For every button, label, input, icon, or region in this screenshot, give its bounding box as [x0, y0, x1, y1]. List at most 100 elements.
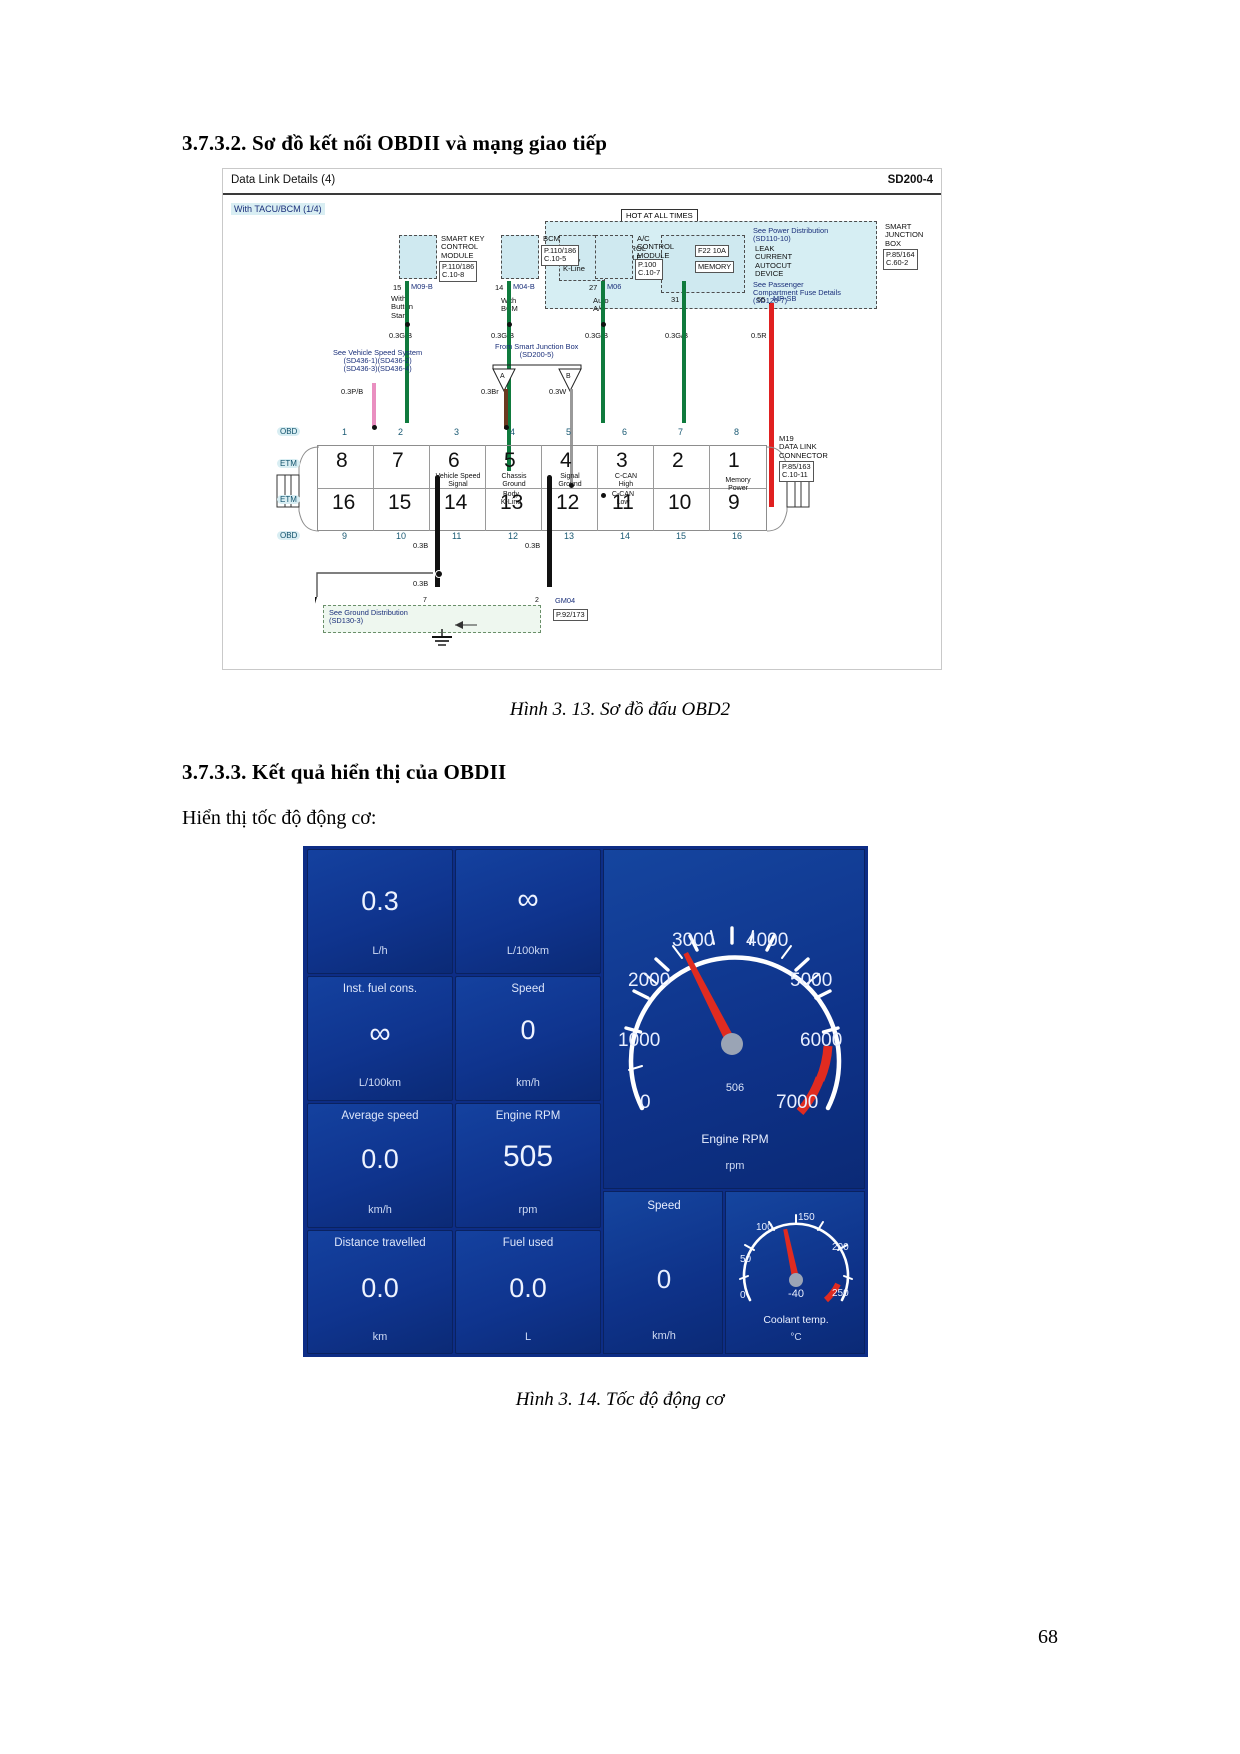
bcm-module-code: P.110/186 C.10-5: [541, 245, 580, 266]
data-link-connector-label: M19 DATA LINK CONNECTOR: [779, 434, 828, 460]
from-smart-junction-box-ref: From Smart Junction Box (SD200-5): [495, 342, 579, 360]
obd-pin-bottom-6: 14: [620, 531, 631, 541]
tile-value: 505: [502, 1140, 554, 1173]
rpm-tick-3000: 3000: [672, 930, 715, 951]
etm-pin-bottom-4: 13: [500, 491, 524, 514]
tile-average-speed[interactable]: Inst. fuel cons. ∞ L/100km: [307, 976, 453, 1101]
ac-module-label: A/C CONTROL MODULE: [637, 234, 675, 260]
sjb-connector: MP-SB: [773, 294, 797, 303]
tile-distance-travelled[interactable]: Average speed 0.0 km/h: [307, 1103, 453, 1228]
tile-name: Average speed: [341, 1110, 419, 1122]
obd-app-screenshot: 0.3 L/h ∞ L/100km Inst. fuel cons. ∞ L/1…: [303, 846, 868, 1357]
ground-distribution-ref: See Ground Distribution (SD130-3): [329, 608, 408, 626]
smart-key-module-label: SMART KEY CONTROL MODULE: [441, 234, 485, 260]
wire-memory-power: [769, 303, 774, 507]
junction-b-wire: 0.3W: [549, 387, 567, 396]
ac-module-pin: 27: [589, 283, 598, 292]
wire-junction-dot: [506, 322, 512, 327]
connector-bottom-row: [317, 489, 767, 531]
ips-module-wire: 0.3G/B: [665, 331, 689, 340]
tile-unit: km/h: [516, 1077, 540, 1089]
wire-junction-dot: [601, 493, 606, 498]
coolant-tick-50: 50: [740, 1254, 752, 1265]
sjb-pin: 55: [757, 295, 766, 304]
cell-sep: [485, 445, 486, 531]
wire-junction-dot: [434, 475, 440, 480]
coolant-tick-100: 100: [756, 1222, 773, 1233]
bcm-module-pin: 14: [495, 283, 504, 292]
junction-b-label: B: [566, 373, 571, 380]
etm-pin-top-1: 8: [336, 449, 348, 472]
etm-pin-top-5: 4: [560, 449, 572, 472]
etm-pin-bottom-7: 10: [668, 491, 692, 514]
row-tag-etm-top: ETM: [277, 459, 300, 468]
ac-module-note: Auto A/C: [593, 296, 609, 314]
tile-engine-rpm-small[interactable]: Speed 0 km/h: [455, 976, 601, 1101]
pin-function-body-k-line: Body K-Line: [500, 491, 522, 506]
bcm-module-box: [501, 235, 539, 279]
smart-key-module-wire: 0.3G/B: [389, 331, 413, 340]
tile-distance-value[interactable]: Distance travelled 0.0 km: [307, 1230, 453, 1354]
tile-speed-fuel[interactable]: ∞ L/100km: [455, 849, 601, 974]
wire-anchor: [769, 303, 770, 304]
data-link-connector-code: P.85/163 C.10-11: [779, 461, 814, 482]
smart-junction-box-code: P.85/164 C.60-2: [883, 249, 918, 270]
ground-pin-left: 7: [423, 597, 427, 604]
rpm-tick-7000: 7000: [776, 1092, 819, 1113]
junction-a-label: A: [500, 373, 505, 380]
etm-pin-top-2: 7: [392, 449, 404, 472]
pin-function-ccan-high: C-CAN High: [614, 473, 638, 488]
tile-value: ∞: [369, 1017, 391, 1050]
bcm-module-connector: M04-B: [513, 282, 535, 291]
etm-pin-top-4: 5: [504, 449, 516, 472]
cell-sep: [429, 445, 430, 531]
tile-value: 0.0: [361, 1144, 399, 1174]
bcm-module-label: BCM: [543, 234, 560, 243]
diagram-title: Data Link Details (4): [231, 174, 336, 186]
obd-pin-bottom-4: 12: [508, 531, 519, 541]
obd-pin-bottom-7: 15: [676, 531, 687, 541]
ground-connector: GM04: [555, 596, 576, 605]
tile-name: Distance travelled: [334, 1237, 426, 1249]
rpm-tick-4000: 4000: [746, 930, 789, 951]
speed-panel[interactable]: Speed 0 km/h: [603, 1191, 723, 1354]
figure-caption-314: Hình 3. 14. Tốc độ động cơ: [515, 1389, 725, 1410]
cell-sep: [709, 445, 710, 531]
tile-name: Inst. fuel cons.: [342, 983, 418, 995]
obd-pin-top-1: 1: [342, 427, 348, 437]
rpm-value: 506: [725, 1082, 745, 1094]
rpm-gauge-dial: [624, 926, 842, 1115]
wire-ground-left: [435, 477, 440, 587]
figure-caption-313: Hình 3. 13. Sơ đồ đấu OBD2: [509, 699, 731, 720]
tile-name: Engine RPM: [495, 1110, 561, 1122]
wiring-diagram-figure: Data Link Details (4) SD200-4 With TACU/…: [222, 168, 942, 670]
pin-function-ccan-low: C-CAN Low: [611, 491, 635, 506]
smart-key-module-code: P.110/186 C.10-8: [439, 261, 478, 282]
pin-function-chassis-ground: Chassis Ground: [501, 473, 527, 488]
rpm-tick-6000: 6000: [800, 1030, 843, 1051]
fuse-name: MEMORY: [695, 261, 735, 274]
wire-junction-dot: [546, 475, 552, 480]
etm-pin-top-6: 3: [616, 449, 628, 472]
tile-unit: L/100km: [506, 945, 550, 957]
tile-fuel-used[interactable]: Engine RPM 505 rpm: [455, 1103, 601, 1228]
smart-junction-box-label: SMART JUNCTION BOX: [885, 222, 924, 248]
section-heading-3732: 3.7.3.2. Sơ đồ kết nối OBDII và mạng gia…: [182, 131, 608, 155]
wire-ccan-low: [570, 389, 573, 485]
smart-key-module-pin: 15: [393, 283, 402, 292]
ground-wire-label-left: 0.3B: [413, 541, 429, 550]
obd-pin-bottom-3: 11: [452, 531, 462, 541]
tile-inst-fuel-cons[interactable]: 0.3 L/h: [307, 849, 453, 974]
cell-sep: [597, 445, 598, 531]
diagram-sheet-code: SD200-4: [887, 174, 933, 186]
rpm-gauge-panel[interactable]: 0 1000 2000 3000 4000 5000 6000 7000 506…: [603, 849, 865, 1189]
smart-key-module-connector: M09-B: [411, 282, 433, 291]
tile-value: 0.0: [361, 1273, 399, 1303]
tile-fuel-value[interactable]: Fuel used 0.0 L: [455, 1230, 601, 1354]
diagram-canvas: With TACU/BCM (1/4) HOT AT ALL TIMES Bod…: [223, 197, 941, 669]
ips-module-pin: 31: [671, 295, 680, 304]
coolant-gauge-panel[interactable]: 0 50 100 150 200 250 -40 Coolant temp. °…: [725, 1191, 865, 1354]
rpm-gauge-unit: rpm: [725, 1160, 745, 1172]
speed-panel-name: Speed: [647, 1200, 681, 1212]
